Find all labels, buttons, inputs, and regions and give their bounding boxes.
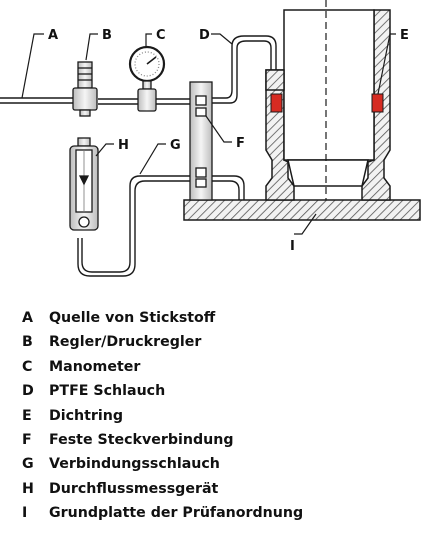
connection-hose bbox=[77, 175, 245, 277]
legend-item-h: H Durchflussmessgerät bbox=[22, 477, 303, 501]
legend-text: Grundplatte der Prüfanordnung bbox=[49, 505, 304, 522]
legend-letter: F bbox=[22, 431, 32, 448]
legend-text: Regler/Druckregler bbox=[49, 334, 202, 351]
legend-letter: D bbox=[22, 383, 34, 400]
seal-right bbox=[371, 93, 384, 113]
callout-d: D bbox=[199, 28, 210, 43]
callout-e: E bbox=[400, 28, 409, 43]
legend-item-c: C Manometer bbox=[22, 355, 303, 379]
legend-item-d: D PTFE Schlauch bbox=[22, 379, 303, 403]
sealing-rings bbox=[270, 93, 384, 113]
legend-text: Manometer bbox=[49, 358, 141, 375]
legend-letter: A bbox=[22, 310, 33, 326]
pressure-regulator bbox=[72, 61, 98, 117]
callout-c: C bbox=[156, 28, 166, 43]
legend-item-f: F Feste Steckverbindung bbox=[22, 428, 303, 452]
legend-text: Quelle von Stickstoff bbox=[49, 310, 216, 326]
callout-f: F bbox=[236, 136, 245, 151]
seal-left bbox=[270, 93, 283, 113]
leader-lines bbox=[21, 33, 396, 235]
manometer bbox=[128, 45, 166, 112]
legend-item-b: B Regler/Druckregler bbox=[22, 330, 303, 354]
callout-b: B bbox=[102, 28, 112, 43]
test-setup-diagram: A B C D E F G H I bbox=[0, 0, 421, 277]
legend-letter: I bbox=[22, 505, 28, 522]
ptfe-hose bbox=[212, 35, 277, 104]
legend-item-a: A Quelle von Stickstoff bbox=[22, 306, 303, 330]
callout-h: H bbox=[118, 138, 129, 153]
callout-i: I bbox=[290, 239, 295, 254]
legend-letter: H bbox=[22, 480, 34, 497]
legend-text: Feste Steckverbindung bbox=[49, 431, 234, 448]
legend-text: Verbindungsschlauch bbox=[49, 456, 220, 473]
legend-text: PTFE Schlauch bbox=[49, 383, 166, 400]
callout-g: G bbox=[170, 138, 181, 153]
legend: A Quelle von Stickstoff B Regler/Druckregl… bbox=[22, 306, 303, 526]
legend-letter: G bbox=[22, 456, 34, 473]
test-column bbox=[265, 0, 391, 201]
legend-letter: C bbox=[22, 358, 33, 375]
legend-letter: E bbox=[22, 407, 32, 424]
legend-text: Durchflussmessgerät bbox=[49, 480, 219, 497]
callout-a: A bbox=[48, 28, 58, 43]
legend-item-g: G Verbindungsschlauch bbox=[22, 452, 303, 476]
flowmeter bbox=[69, 137, 99, 231]
nitrogen-supply-line bbox=[0, 97, 190, 105]
legend-letter: B bbox=[22, 334, 33, 351]
legend-item-i: I Grundplatte der Prüfanordnung bbox=[22, 501, 303, 525]
legend-text: Dichtring bbox=[49, 407, 124, 424]
legend-item-e: E Dichtring bbox=[22, 404, 303, 428]
base-plate bbox=[183, 199, 421, 221]
fixed-plug-connector bbox=[189, 81, 213, 201]
